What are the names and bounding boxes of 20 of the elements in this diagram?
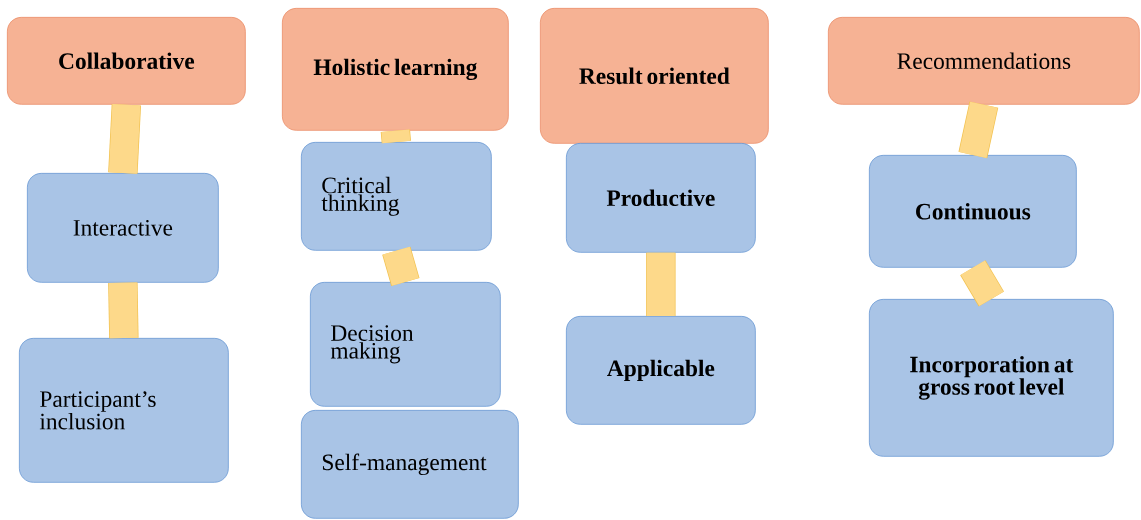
item-box: Self-management (301, 410, 519, 519)
connector-bar (646, 252, 676, 316)
connector-bar (960, 260, 1004, 307)
item-box: Continuous (869, 155, 1077, 268)
item-box: Interactive (27, 173, 219, 283)
item-box: Incorporation at gross root level (869, 299, 1114, 457)
item-box: Applicable (566, 316, 756, 425)
item-box: Participant’s inclusion (19, 338, 229, 483)
connector-bar (382, 246, 420, 287)
category-box: Result oriented (540, 8, 769, 144)
connector-bar (958, 101, 999, 159)
category-box: Holistic learning (282, 8, 509, 131)
category-box: Recommendations (828, 17, 1140, 105)
item-box: Decision making (310, 282, 501, 407)
connector-bar (108, 103, 142, 174)
connector-bar (380, 129, 411, 144)
item-box: Critical thinking (301, 142, 492, 251)
category-box: Collaborative (7, 17, 246, 105)
item-box: Productive (566, 143, 756, 253)
connector-bar (108, 282, 139, 339)
